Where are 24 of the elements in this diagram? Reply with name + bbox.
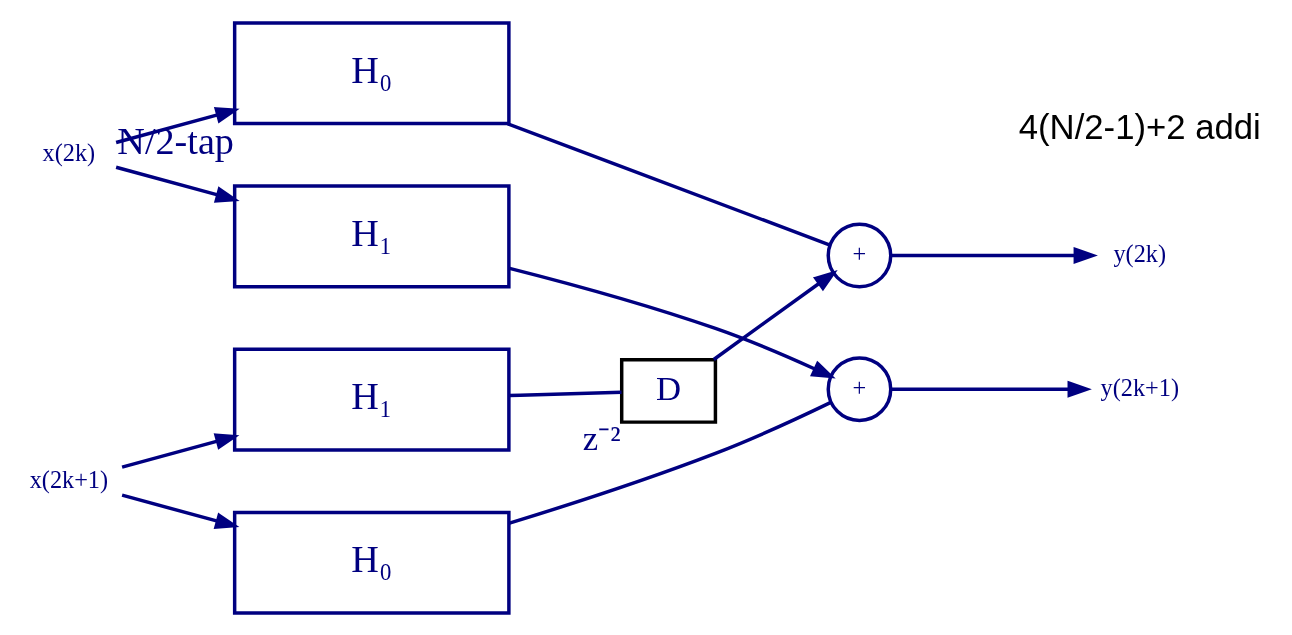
node-box: H₀ [232,510,511,615]
arrow [712,269,838,361]
node-text: x(2k) [42,138,96,166]
node-circle: + [826,222,893,288]
connector [508,390,622,397]
node-text: x(2k+1) [29,465,109,493]
arrow [121,432,240,469]
arrow [115,165,240,203]
node-text: y(2k+1) [1100,373,1180,401]
node-box: H₁ [232,183,511,288]
connector [509,400,832,525]
label: 4(N/2-1)+2 addi [1018,107,1261,146]
node-label: z⁻² [582,418,621,458]
arrow [509,266,836,379]
node-box: H₀ [232,20,511,125]
node-box: D [619,357,718,424]
arrow [115,106,240,144]
node-circle: + [826,355,893,422]
arrow [890,380,1092,398]
node-box: H₁ [232,347,511,452]
node-text: y(2k) [1113,239,1167,267]
arrow [121,493,240,529]
connector [507,121,831,247]
arrow [890,246,1098,264]
